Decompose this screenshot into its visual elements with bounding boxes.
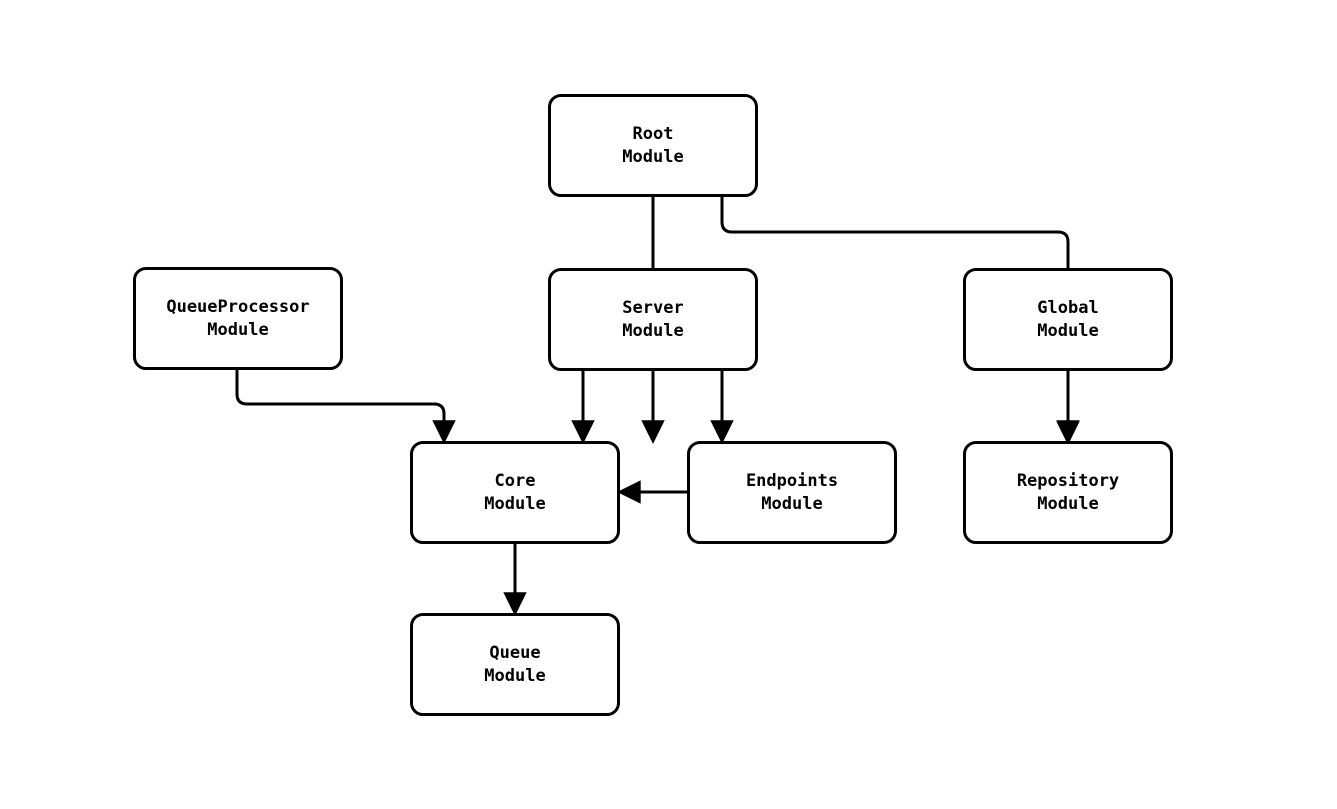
node-global-module[interactable]: Global Module <box>963 268 1173 371</box>
node-endpoints-module-label: Endpoints Module <box>745 470 839 514</box>
edge-queueprocessor-to-core <box>235 370 456 445</box>
node-repository-module-label: Repository Module <box>1016 470 1120 514</box>
node-endpoints-module[interactable]: Endpoints Module <box>687 441 897 544</box>
node-server-module[interactable]: Server Module <box>548 268 758 371</box>
node-repository-module[interactable]: Repository Module <box>963 441 1173 544</box>
node-queue-module[interactable]: Queue Module <box>410 613 620 716</box>
node-server-module-label: Server Module <box>622 297 684 341</box>
node-global-module-label: Global Module <box>1037 297 1099 341</box>
node-root-module[interactable]: Root Module <box>548 94 758 197</box>
node-queueprocessor-module-label: QueueProcessor Module <box>166 296 310 340</box>
node-root-module-label: Root Module <box>622 123 684 167</box>
node-queueprocessor-module[interactable]: QueueProcessor Module <box>133 267 343 370</box>
node-core-module-label: Core Module <box>484 470 546 514</box>
node-queue-module-label: Queue Module <box>484 642 546 686</box>
node-core-module[interactable]: Core Module <box>410 441 620 544</box>
